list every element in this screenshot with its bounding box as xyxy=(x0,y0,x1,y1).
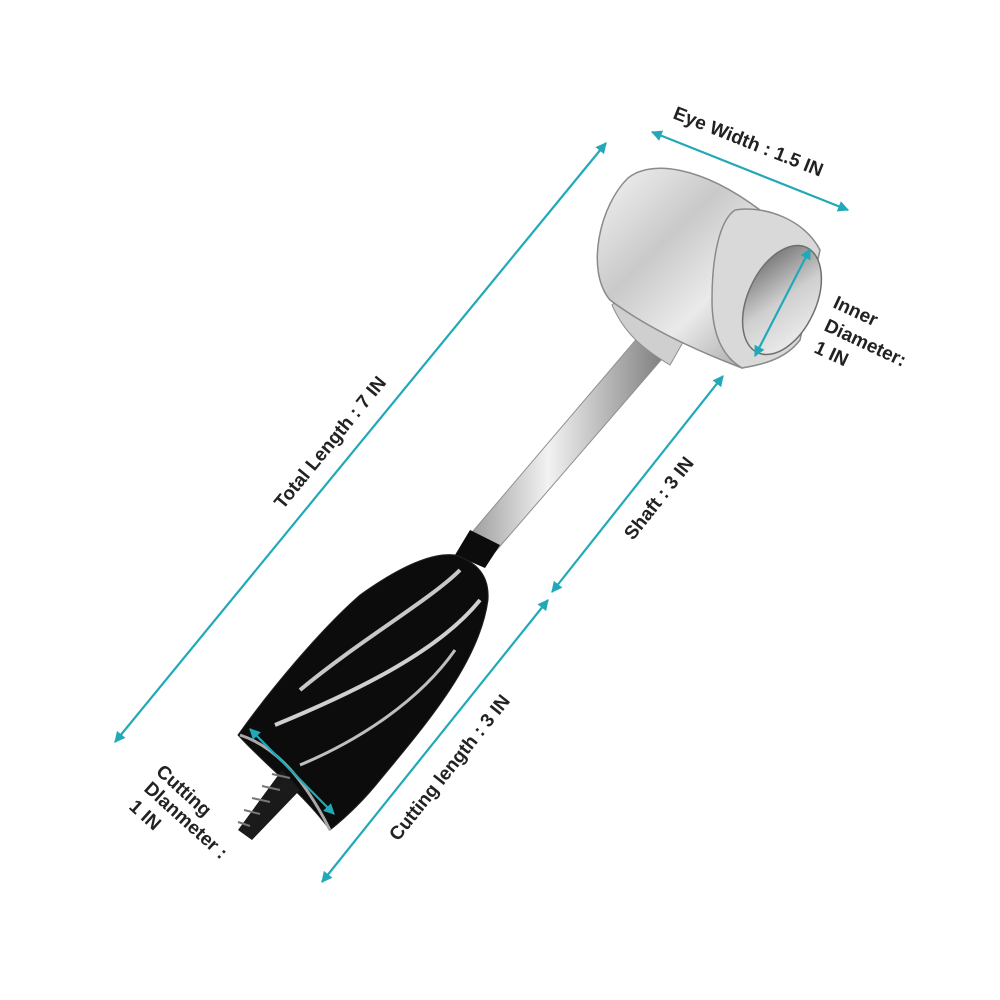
dimension-lines xyxy=(114,130,850,883)
inner-diameter-dimension-line xyxy=(754,248,811,357)
auger-bit-illustration xyxy=(237,167,823,840)
cutting-diameter-label: Cutting Dlanmeter : 1 IN xyxy=(125,761,232,864)
total-length-dimension-line xyxy=(114,142,607,743)
shaft-dimension-line xyxy=(551,375,724,593)
cutting-length-dimension-line xyxy=(321,599,549,883)
shaft-label: Shaft : 3 IN xyxy=(620,453,698,544)
cutting-diameter-dimension-line xyxy=(249,728,335,815)
total-length-label: Total Length : 7 IN xyxy=(271,373,391,513)
screw-tip xyxy=(237,770,300,840)
inner-diameter-label: Inner Diameter: 1 IN xyxy=(811,292,909,371)
eye-width-dimension-line xyxy=(650,130,850,212)
